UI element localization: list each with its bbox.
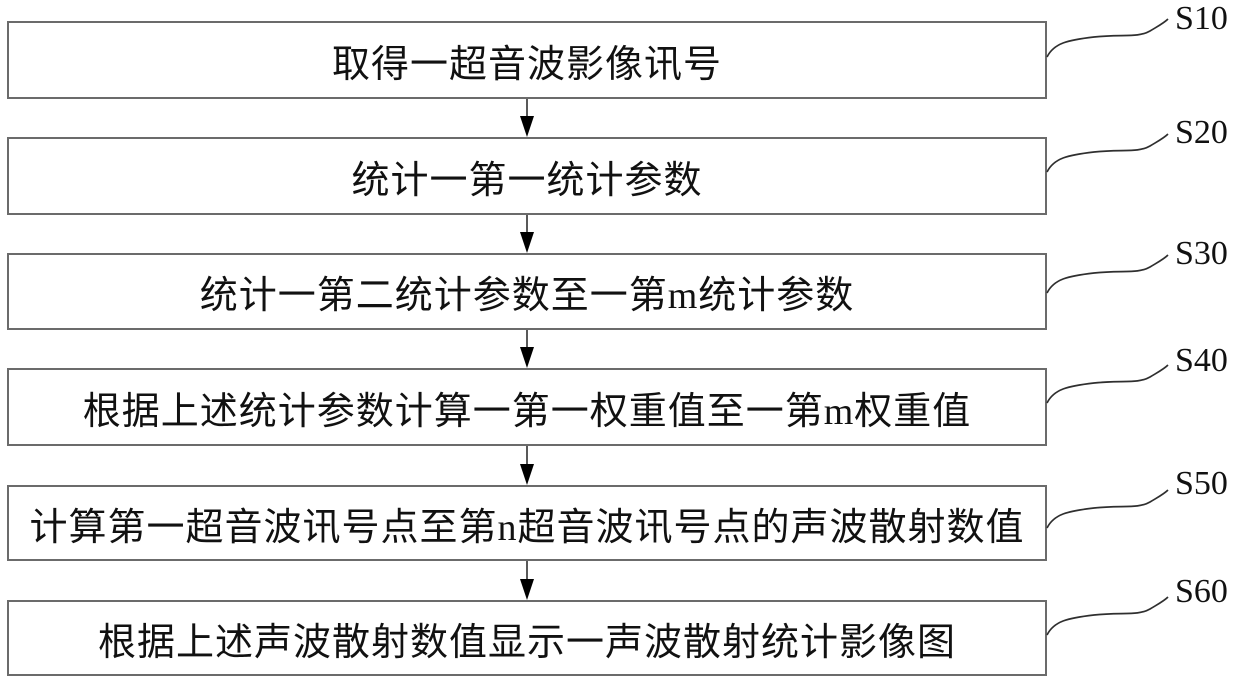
- flow-step-text-1: 取得一超音波影像讯号: [331, 43, 722, 86]
- step-label-s30: S30: [1175, 235, 1228, 272]
- flow-step-text-6: 根据上述声波散射数值显示一声波散射统计影像图: [97, 621, 956, 664]
- flow-step-text-2: 统计一第一统计参数: [351, 159, 703, 202]
- flow-arrow-down-icon-2: [520, 215, 534, 253]
- flow-step-text-3: 统计一第二统计参数至一第m统计参数: [199, 275, 855, 317]
- leader-line-s30: [1046, 254, 1169, 294]
- leader-line-s60: [1046, 596, 1169, 636]
- flow-step-box-2: 统计一第一统计参数: [7, 137, 1047, 215]
- flow-step-box-1: 取得一超音波影像讯号: [7, 21, 1047, 99]
- leader-line-s50: [1046, 489, 1169, 529]
- flow-step-box-6: 根据上述声波散射数值显示一声波散射统计影像图: [7, 600, 1047, 676]
- step-label-s40: S40: [1175, 342, 1228, 379]
- step-label-s20: S20: [1175, 114, 1228, 151]
- flow-arrow-down-icon-3: [520, 330, 534, 368]
- flow-step-box-3: 统计一第二统计参数至一第m统计参数: [7, 253, 1047, 330]
- flow-arrow-down-icon-1: [520, 99, 534, 137]
- flow-arrow-down-icon-5: [520, 561, 534, 600]
- step-label-s50: S50: [1175, 465, 1228, 502]
- flow-step-box-4: 根据上述统计参数计算一第一权重值至一第m权重值: [7, 368, 1047, 446]
- leader-line-s20: [1046, 133, 1169, 173]
- flow-step-text-4: 根据上述统计参数计算一第一权重值至一第m权重值: [82, 390, 972, 433]
- leader-line-s10: [1046, 18, 1169, 58]
- flow-step-text-5: 计算第一超音波讯号点至第n超音波讯号点的声波散射数值: [29, 506, 1025, 549]
- leader-line-s40: [1046, 364, 1169, 404]
- step-label-s60: S60: [1175, 573, 1228, 610]
- flow-step-box-5: 计算第一超音波讯号点至第n超音波讯号点的声波散射数值: [7, 485, 1047, 561]
- flow-arrow-down-icon-4: [520, 446, 534, 485]
- step-label-s10: S10: [1175, 0, 1228, 37]
